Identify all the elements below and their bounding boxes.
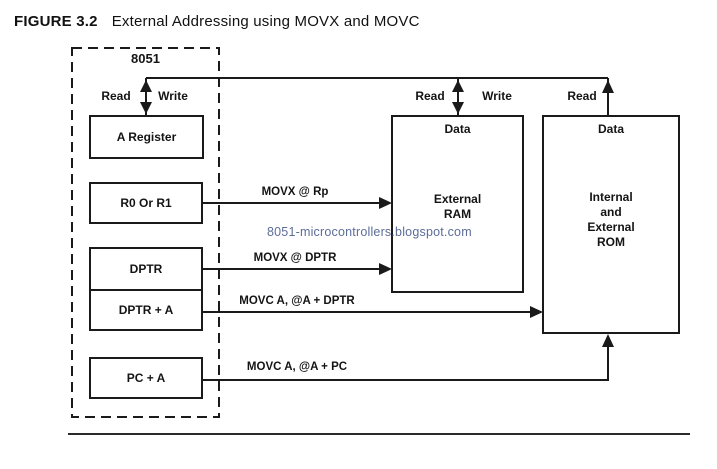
a-write-label: Write <box>158 89 188 103</box>
ram-name-label: External RAM <box>433 192 482 221</box>
ram-down-arrowhead <box>452 102 464 114</box>
movx-rp-label: MOVX @ Rp <box>261 186 329 198</box>
movc-pc-label: MOVC A, @A + PC <box>246 361 348 373</box>
rom-data-port-label: Data <box>597 122 624 136</box>
movc-dptr-arrowhead <box>530 306 543 318</box>
a-register-label: A Register <box>116 129 177 144</box>
rom-box <box>542 115 680 334</box>
pc-plus-a-label: PC + A <box>126 370 166 385</box>
movc-pc-up-arrowhead <box>602 334 614 347</box>
dptr-plus-a-label: DPTR + A <box>118 302 174 317</box>
figure-title: FIGURE 3.2 External Addressing using MOVX… <box>14 13 420 30</box>
chip-name-label: 8051 <box>131 51 160 66</box>
r0-r1-label: R0 Or R1 <box>120 195 172 210</box>
ram-up-arrowhead <box>452 80 464 92</box>
ram-data-port-label: Data <box>444 122 471 136</box>
pc-plus-a-box <box>89 357 203 399</box>
a-read-label: Read <box>101 89 131 103</box>
a-register-box <box>89 115 204 159</box>
rom-read-up-arrowhead <box>602 80 614 93</box>
external-ram-box <box>391 115 524 293</box>
figure-number: FIGURE 3.2 <box>14 13 98 30</box>
dptr-plus-a-box <box>89 289 203 331</box>
r0-r1-box <box>89 182 203 224</box>
a-register-down-arrowhead <box>140 102 152 114</box>
movx-dptr-label: MOVX @ DPTR <box>253 252 337 264</box>
movx-rp-arrowhead <box>379 197 392 209</box>
ram-write-label: Write <box>482 89 512 103</box>
rom-read-label: Read <box>567 89 597 103</box>
movx-dptr-arrowhead <box>379 263 392 275</box>
figure-caption-text: External Addressing using MOVX and MOVC <box>111 13 420 30</box>
a-register-up-arrowhead <box>140 80 152 92</box>
ram-read-label: Read <box>415 89 445 103</box>
dptr-label: DPTR <box>129 261 163 276</box>
movc-pc-line <box>202 342 609 381</box>
rom-name-label: Internal and External ROM <box>587 190 635 249</box>
movc-dptr-label: MOVC A, @A + DPTR <box>239 295 355 307</box>
blog-watermark: 8051-microcontrollers.blogspot.com <box>267 225 472 239</box>
chip-8051-dashed-boundary <box>71 47 220 418</box>
